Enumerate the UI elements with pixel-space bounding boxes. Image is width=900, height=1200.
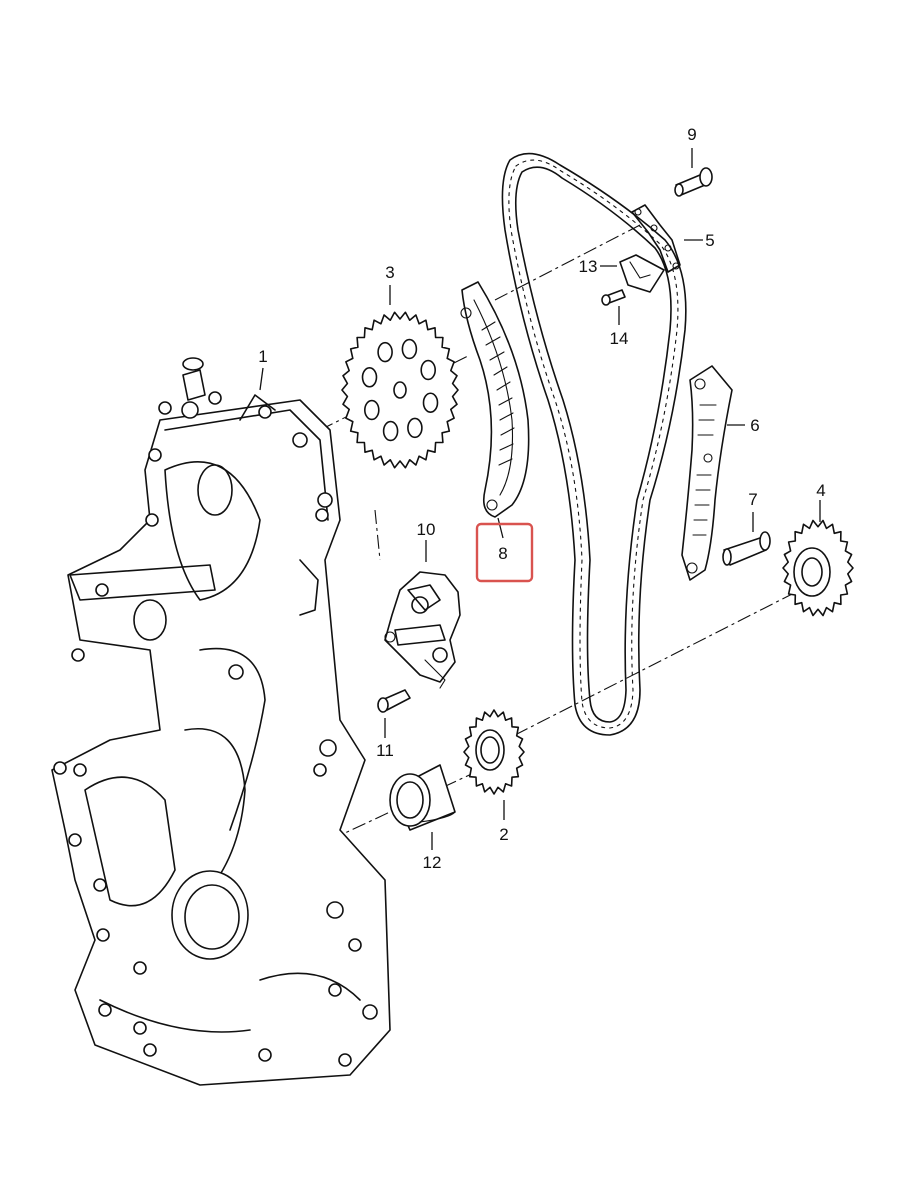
tensioner-shoe-part-13 <box>619 254 665 293</box>
camshaft-sprocket-part-3 <box>341 311 459 469</box>
callout-12[interactable]: 12 <box>423 853 442 872</box>
guide-rail-part-8 <box>460 281 530 518</box>
callout-8[interactable]: 8 <box>498 544 507 563</box>
leader-lines <box>259 148 821 850</box>
guide-rail-part-6 <box>681 365 733 581</box>
part-8-highlight-box <box>475 522 534 583</box>
callout-1[interactable]: 1 <box>258 347 267 366</box>
callout-7[interactable]: 7 <box>748 490 757 509</box>
bolt-part-7 <box>722 531 771 566</box>
callout-2[interactable]: 2 <box>499 825 508 844</box>
callout-labels: 1 2 3 4 5 6 7 8 9 10 11 12 13 14 <box>258 125 825 872</box>
timing-cover-part-1 <box>51 357 391 1086</box>
callout-11[interactable]: 11 <box>376 741 394 760</box>
callout-13[interactable]: 13 <box>579 257 598 276</box>
tensioner-part-10 <box>384 571 461 689</box>
callout-9[interactable]: 9 <box>687 125 696 144</box>
sleeve-part-12 <box>389 764 456 831</box>
callout-14[interactable]: 14 <box>610 329 629 348</box>
timing-chain-part-5 <box>501 152 687 736</box>
callout-5[interactable]: 5 <box>705 231 714 250</box>
sprocket-part-4 <box>782 519 854 617</box>
crankshaft-sprocket-part-2 <box>463 709 525 795</box>
callout-4[interactable]: 4 <box>816 481 825 500</box>
callout-3[interactable]: 3 <box>385 263 394 282</box>
callout-10[interactable]: 10 <box>417 520 436 539</box>
callout-6[interactable]: 6 <box>750 416 759 435</box>
bolt-part-14 <box>601 289 626 306</box>
bolt-part-11 <box>377 689 411 713</box>
bolt-part-9 <box>674 167 713 197</box>
